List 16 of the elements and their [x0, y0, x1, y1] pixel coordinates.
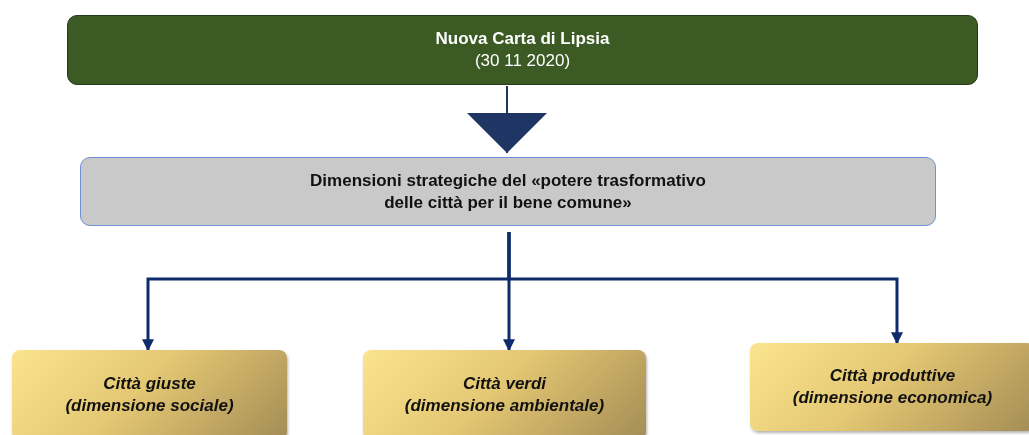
- node-heading: Nuova Carta di Lipsia: [435, 28, 610, 50]
- chevron-arrow: [467, 85, 547, 154]
- arrow: [507, 232, 903, 345]
- node-subtext: (dimensione sociale): [65, 395, 234, 417]
- node-heading: Dimensioni strategiche del «potere trasformativo delle città per il bene comune»: [309, 169, 707, 214]
- node-subtext: (dimensione economica): [792, 387, 993, 409]
- category-box: [750, 343, 1029, 431]
- node-heading: Città giuste: [103, 373, 196, 395]
- node-heading: Città verdi: [462, 373, 547, 395]
- category-box: [12, 350, 287, 435]
- category-box: [363, 350, 646, 435]
- process-box: [80, 157, 936, 226]
- node-subtext: (30 11 2020): [474, 50, 571, 72]
- node-subtext: (dimensione ambientale): [404, 395, 605, 417]
- node-heading: Città produttive: [829, 365, 956, 387]
- title-box: [67, 15, 978, 85]
